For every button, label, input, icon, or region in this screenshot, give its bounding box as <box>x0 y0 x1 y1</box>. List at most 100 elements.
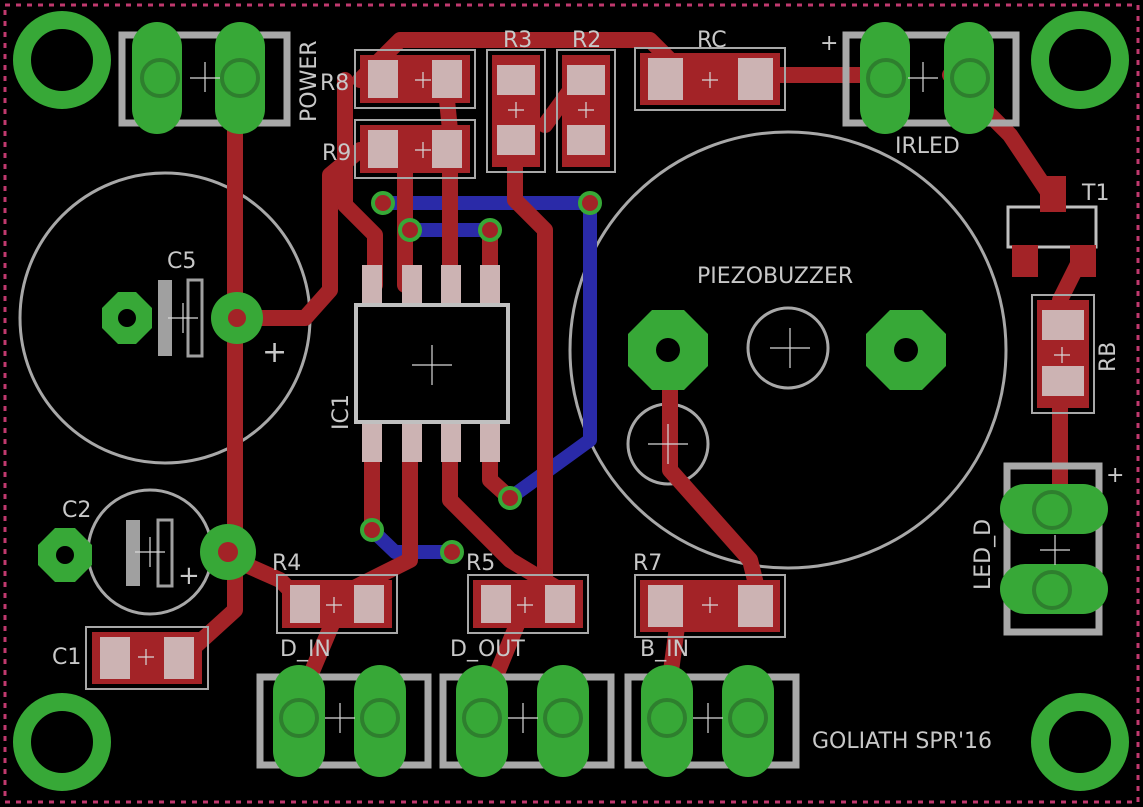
label-c5: C5 <box>167 249 196 274</box>
label-piezo: PIEZOBUZZER <box>697 264 853 289</box>
r9-pad-1 <box>368 130 398 168</box>
c1-outline <box>85 626 209 690</box>
ic1-pin-1 <box>362 422 382 462</box>
ic1-pin-4 <box>480 422 500 462</box>
r2-pad-2 <box>567 125 605 155</box>
irled-header-outline <box>842 31 1020 127</box>
led-d-header-outline <box>1003 462 1103 636</box>
led-d-pad-1 <box>1000 484 1108 534</box>
d-in-header-outline <box>256 673 432 769</box>
r4-outline <box>276 574 398 634</box>
t1-pad-2 <box>1012 245 1038 277</box>
cross-d-out <box>508 703 538 733</box>
label-irled: IRLED <box>895 134 960 159</box>
cross-r3 <box>508 102 524 118</box>
via-1 <box>371 191 395 215</box>
c5-drill-2 <box>228 309 246 327</box>
origin-crosshairs <box>135 62 1070 733</box>
r8-pad-2 <box>432 60 462 98</box>
c5-drill-1 <box>118 309 136 327</box>
piezo-center-mark <box>746 306 830 390</box>
irled-header <box>842 22 1020 134</box>
silkscreen-labels: POWER R8 R9 R3 R2 RC IRLED T1 RB PIEZOBU… <box>52 28 1124 754</box>
label-r3: R3 <box>503 28 532 53</box>
label-r7: R7 <box>633 551 662 576</box>
ic1-pin-5 <box>480 265 500 305</box>
via-5 <box>498 486 522 510</box>
label-ic1: IC1 <box>329 394 354 430</box>
d-out-pad-2 <box>537 665 589 777</box>
led-d-header <box>1000 462 1108 636</box>
d-in-drill-2 <box>360 698 400 738</box>
c5-plate-1 <box>158 280 172 356</box>
cross-r2 <box>578 102 594 118</box>
via-6 <box>360 518 384 542</box>
cross-piezo-plus <box>648 424 688 464</box>
ic1-pin-2 <box>402 422 422 462</box>
cross-r4 <box>326 597 342 613</box>
label-r2: R2 <box>572 28 601 53</box>
rc-outline <box>634 47 786 111</box>
b-in-drill-1 <box>647 698 687 738</box>
d-in-pad-2 <box>354 665 406 777</box>
mounting-hole-top-left <box>13 11 111 109</box>
d-out-drill-1 <box>462 698 502 738</box>
label-d-out: D_OUT <box>450 637 525 662</box>
label-r8: R8 <box>320 71 349 96</box>
d-out-header <box>439 665 615 777</box>
label-rc: RC <box>697 28 727 53</box>
ic1-pin-3 <box>441 422 461 462</box>
label-t1: T1 <box>1081 181 1109 206</box>
mounting-holes <box>13 11 1129 791</box>
r3-pad-2 <box>497 125 535 155</box>
r9-outline <box>354 119 476 179</box>
rb-pad-2 <box>1042 366 1084 396</box>
d-in-header <box>256 665 432 777</box>
power-pad-2 <box>215 22 265 134</box>
label-c2-plus: + <box>178 561 200 591</box>
power-drill-1 <box>140 58 180 98</box>
r2-outline <box>556 49 616 173</box>
cross-irled <box>908 62 938 92</box>
r8-outline <box>354 49 476 109</box>
piezo-outline <box>568 130 1008 570</box>
b-in-pad-1 <box>641 665 693 777</box>
r3-pad-1 <box>497 65 535 95</box>
label-power: POWER <box>297 40 322 122</box>
r7-outline <box>634 574 786 638</box>
label-c5-plus: + <box>262 335 287 370</box>
via-4 <box>478 218 502 242</box>
cross-b-in <box>693 703 723 733</box>
led-d-drill-2 <box>1032 570 1072 610</box>
cross-r7 <box>702 597 718 613</box>
cross-piezo <box>770 328 810 368</box>
label-led-d-plus: + <box>1106 463 1124 488</box>
d-out-header-outline <box>439 673 615 769</box>
via-7 <box>440 540 464 564</box>
r3-outline <box>486 49 546 173</box>
t1-pad-3 <box>1070 245 1096 277</box>
rc-pad-2 <box>738 58 773 100</box>
r9-pad-2 <box>432 130 462 168</box>
ic1-pin-7 <box>402 265 422 305</box>
r4-pad-1 <box>290 585 320 623</box>
ic1-pin-8 <box>362 265 382 305</box>
cross-rb <box>1054 347 1070 363</box>
board-outline <box>3 3 1140 804</box>
via-3 <box>398 218 422 242</box>
irled-drill-2 <box>950 58 990 98</box>
piezo-drill-1 <box>656 338 680 362</box>
c2-plate-1 <box>126 520 140 586</box>
power-header-outline <box>118 31 291 127</box>
b-in-header-outline <box>624 673 800 769</box>
cross-c1 <box>138 649 154 665</box>
c2-drill-1 <box>56 546 74 564</box>
r5-pad-2 <box>545 585 575 623</box>
mounting-hole-top-right <box>1031 11 1129 109</box>
irled-drill-1 <box>866 58 906 98</box>
label-c2: C2 <box>62 498 91 523</box>
r4-pad-2 <box>354 585 384 623</box>
b-in-pad-2 <box>722 665 774 777</box>
label-led-d: LED_D <box>971 519 996 590</box>
irled-pad-1 <box>860 22 910 134</box>
